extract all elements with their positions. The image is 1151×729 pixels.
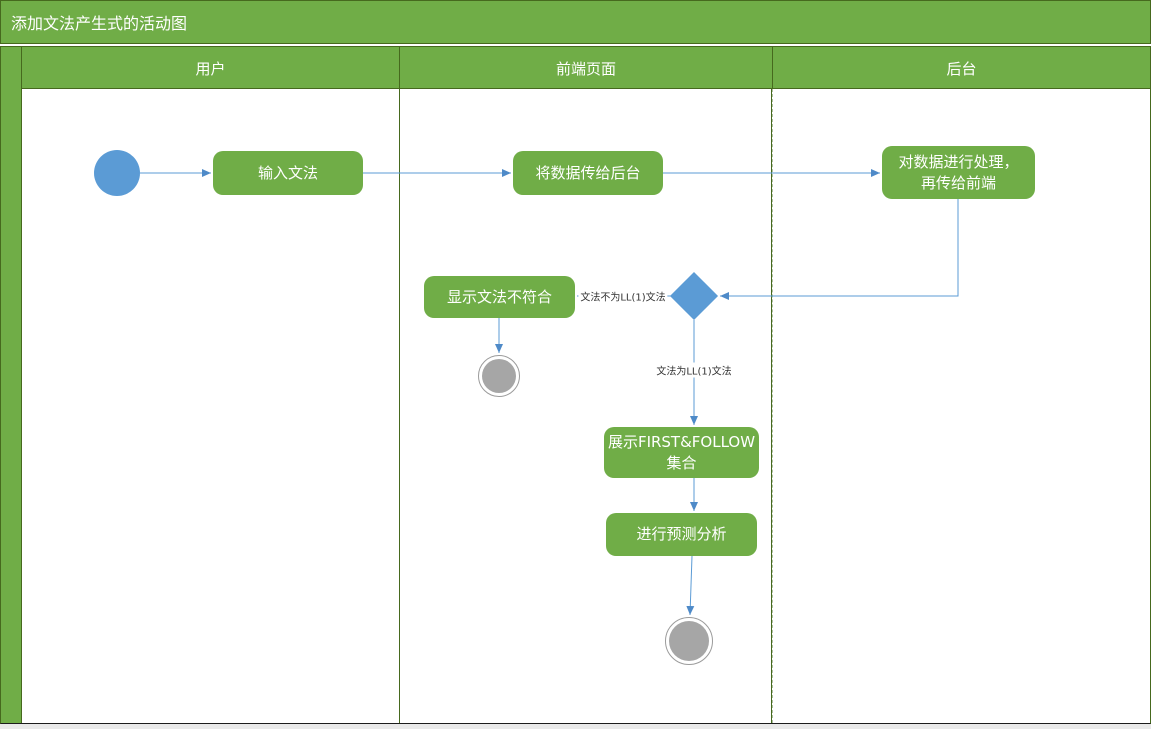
- lane-divider-2: [771, 89, 772, 723]
- edge-label-not-ll1: 文法不为LL(1)文法: [578, 288, 668, 304]
- start-node: [94, 150, 140, 196]
- swimlane-side-strip: [1, 47, 22, 723]
- activity-send-data-label: 将数据传给后台: [535, 163, 641, 182]
- final-node-success-core: [669, 621, 709, 661]
- activity-input-grammar-label: 输入文法: [257, 163, 318, 182]
- lane-header-frontend: 前端页面: [399, 47, 772, 89]
- swimlane-header-row: [22, 47, 1150, 89]
- lane-divider-2-dashed: [772, 89, 773, 723]
- lane-header-frontend-label: 前端页面: [555, 59, 616, 78]
- activity-show-sets-line2: 集合: [666, 453, 697, 472]
- lane-divider-1: [399, 89, 400, 723]
- final-node-success: [665, 617, 713, 665]
- activity-show-error: 显示文法不符合: [424, 276, 575, 318]
- activity-show-sets: 展示FIRST&FOLLOW 集合: [604, 427, 759, 478]
- activity-show-sets-line1: 展示FIRST&FOLLOW: [607, 432, 756, 451]
- activity-process-data-line1: 对数据进行处理，: [898, 152, 1019, 171]
- edge-label-is-ll1: 文法为LL(1)文法: [654, 362, 734, 378]
- final-node-error: [478, 355, 520, 397]
- lane-header-backend-label: 后台: [946, 59, 977, 78]
- lane-header-backend: 后台: [772, 47, 1150, 89]
- activity-show-error-label: 显示文法不符合: [446, 287, 552, 306]
- activity-process-data: 对数据进行处理， 再传给前端: [882, 146, 1035, 199]
- activity-predict-analysis-label: 进行预测分析: [636, 525, 727, 543]
- activity-input-grammar: 输入文法: [213, 151, 363, 195]
- lane-header-user-label: 用户: [195, 59, 226, 78]
- lane-header-user: 用户: [22, 47, 399, 89]
- final-node-error-core: [482, 359, 516, 393]
- activity-send-data: 将数据传给后台: [513, 151, 663, 195]
- horizontal-scrollbar[interactable]: [0, 724, 1151, 729]
- diagram-title: 添加文法产生式的活动图: [11, 14, 188, 33]
- activity-process-data-line2: 再传给前端: [920, 173, 996, 192]
- diagram-title-bar: 添加文法产生式的活动图: [0, 0, 1151, 44]
- activity-predict-analysis: 进行预测分析: [606, 513, 757, 556]
